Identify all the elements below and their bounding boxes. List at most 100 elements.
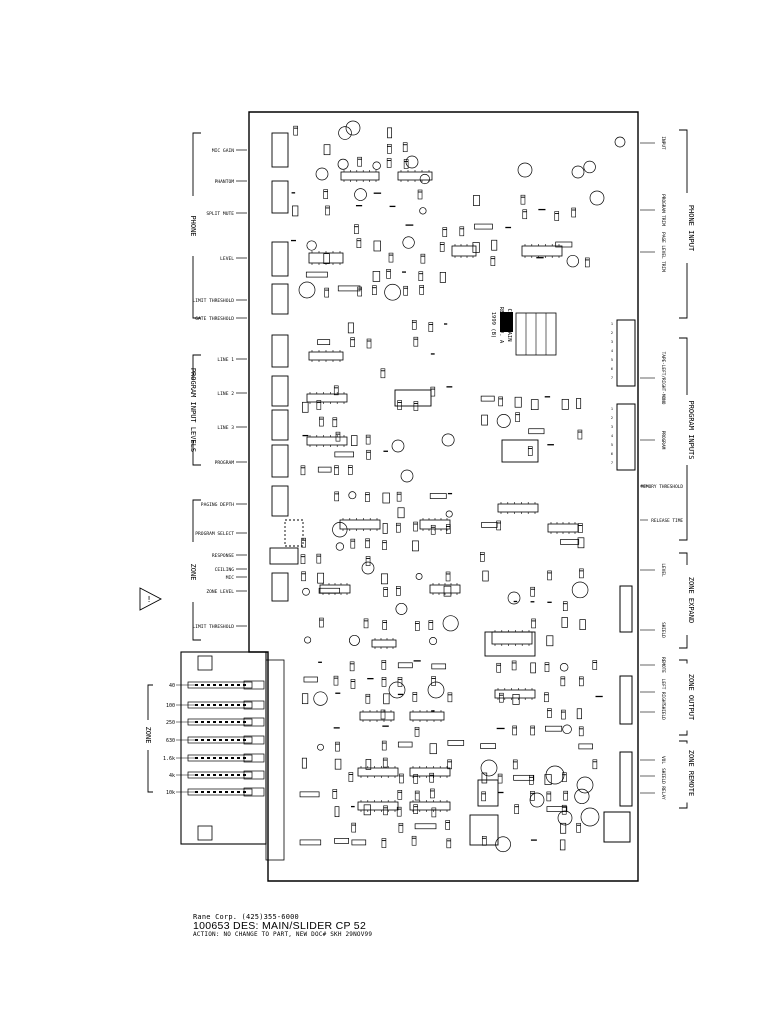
resistor — [545, 725, 563, 732]
small-part — [381, 838, 387, 848]
small-part — [335, 741, 340, 752]
resistor — [412, 540, 419, 552]
eq-slider-tick — [219, 774, 222, 776]
small-part — [445, 571, 451, 582]
section-label-right-1: PROGRAM INPUTS — [687, 400, 695, 459]
resistor — [439, 272, 446, 283]
part-refdes — [496, 727, 505, 730]
eq-slider-tick — [231, 684, 234, 686]
small-part — [512, 759, 518, 770]
small-part — [316, 553, 322, 564]
bracket-gap — [189, 196, 197, 256]
capacitor — [400, 469, 414, 483]
pin-number: 2 — [611, 331, 613, 335]
resistor — [431, 663, 447, 670]
capacitor — [354, 188, 367, 201]
ic-chip — [497, 503, 539, 513]
ic-chip — [319, 584, 351, 594]
ic-chip — [494, 689, 536, 699]
part-refdes — [530, 601, 535, 603]
capacitor — [391, 439, 405, 453]
eq-slider-track — [187, 736, 253, 744]
capacitor — [405, 155, 419, 169]
eq-slider-tick — [213, 774, 216, 776]
small-part — [354, 224, 359, 234]
eq-slider-tick — [231, 757, 234, 759]
small-part — [396, 586, 401, 596]
part-refdes — [290, 239, 296, 242]
part-refdes — [405, 224, 414, 226]
capacitor — [298, 281, 316, 299]
part-refdes — [446, 386, 453, 388]
capacitor — [571, 581, 589, 599]
resistor — [302, 401, 309, 413]
part-refdes — [505, 226, 512, 229]
small-part — [447, 692, 453, 703]
resistor — [397, 741, 413, 748]
bracket-gap — [683, 743, 691, 803]
bracket-gap — [189, 380, 197, 440]
resistor — [334, 451, 354, 458]
capacitor — [517, 162, 533, 178]
resistor — [373, 240, 381, 252]
part-refdes — [547, 601, 552, 603]
terminal-block — [603, 811, 631, 843]
section-label-right-0: PHONE INPUT — [687, 205, 695, 252]
small-part — [372, 285, 377, 295]
resistor — [482, 570, 489, 582]
small-part — [544, 662, 550, 672]
capacitor — [442, 615, 459, 632]
eq-slider-tick — [225, 739, 228, 741]
capacitor — [317, 743, 324, 751]
connector-label: LEVEL — [660, 563, 666, 577]
capacitor — [589, 190, 605, 206]
adjust-label: MEMORY THRESHOLD — [641, 484, 684, 490]
eq-slider-tick — [195, 757, 198, 759]
control-label: MIC — [226, 575, 235, 581]
small-part — [319, 617, 324, 628]
eq-slider-tick — [207, 739, 210, 741]
ic-chip — [409, 801, 451, 811]
resistor — [579, 619, 586, 630]
pin-number: 6 — [611, 452, 613, 456]
eq-slider-tick — [195, 684, 198, 686]
small-part — [332, 789, 338, 799]
eq-connector — [243, 753, 265, 763]
eq-slider-tick — [237, 774, 240, 776]
connector-label: PROGRAM TRIM — [660, 194, 666, 226]
capacitor — [361, 561, 375, 575]
capacitor — [574, 788, 590, 804]
resistor — [414, 823, 437, 830]
small-part — [579, 568, 584, 579]
capacitor — [480, 759, 498, 777]
eq-slider-tick — [201, 721, 204, 723]
resistor — [397, 662, 413, 669]
terminal-block — [619, 585, 633, 633]
capacitor — [545, 765, 565, 785]
regulator — [477, 779, 499, 807]
resistor — [447, 740, 465, 746]
small-part — [350, 337, 355, 348]
eq-slider-tick — [213, 721, 216, 723]
slider-pot — [271, 375, 289, 407]
connector-label: INPUT — [660, 136, 666, 150]
small-part — [522, 209, 528, 220]
small-part — [592, 660, 598, 670]
slider-pot — [271, 409, 289, 441]
small-part — [579, 676, 584, 687]
slider-pot — [271, 572, 289, 602]
ic-chip — [409, 767, 451, 777]
part-description: 100653 DES: MAIN/SLIDER CP 52 — [193, 920, 367, 933]
section-label-0: PHONE — [189, 215, 197, 236]
small-part — [497, 773, 503, 784]
small-part — [396, 522, 401, 533]
small-part — [293, 125, 298, 136]
eq-band-label: 4k — [169, 773, 175, 779]
warning-triangle — [139, 587, 162, 611]
part-refdes — [547, 444, 554, 446]
small-part — [349, 661, 355, 672]
part-refdes — [351, 805, 355, 808]
resistor — [512, 694, 520, 705]
capacitor — [395, 602, 408, 615]
eq-slider-tick — [195, 791, 198, 793]
